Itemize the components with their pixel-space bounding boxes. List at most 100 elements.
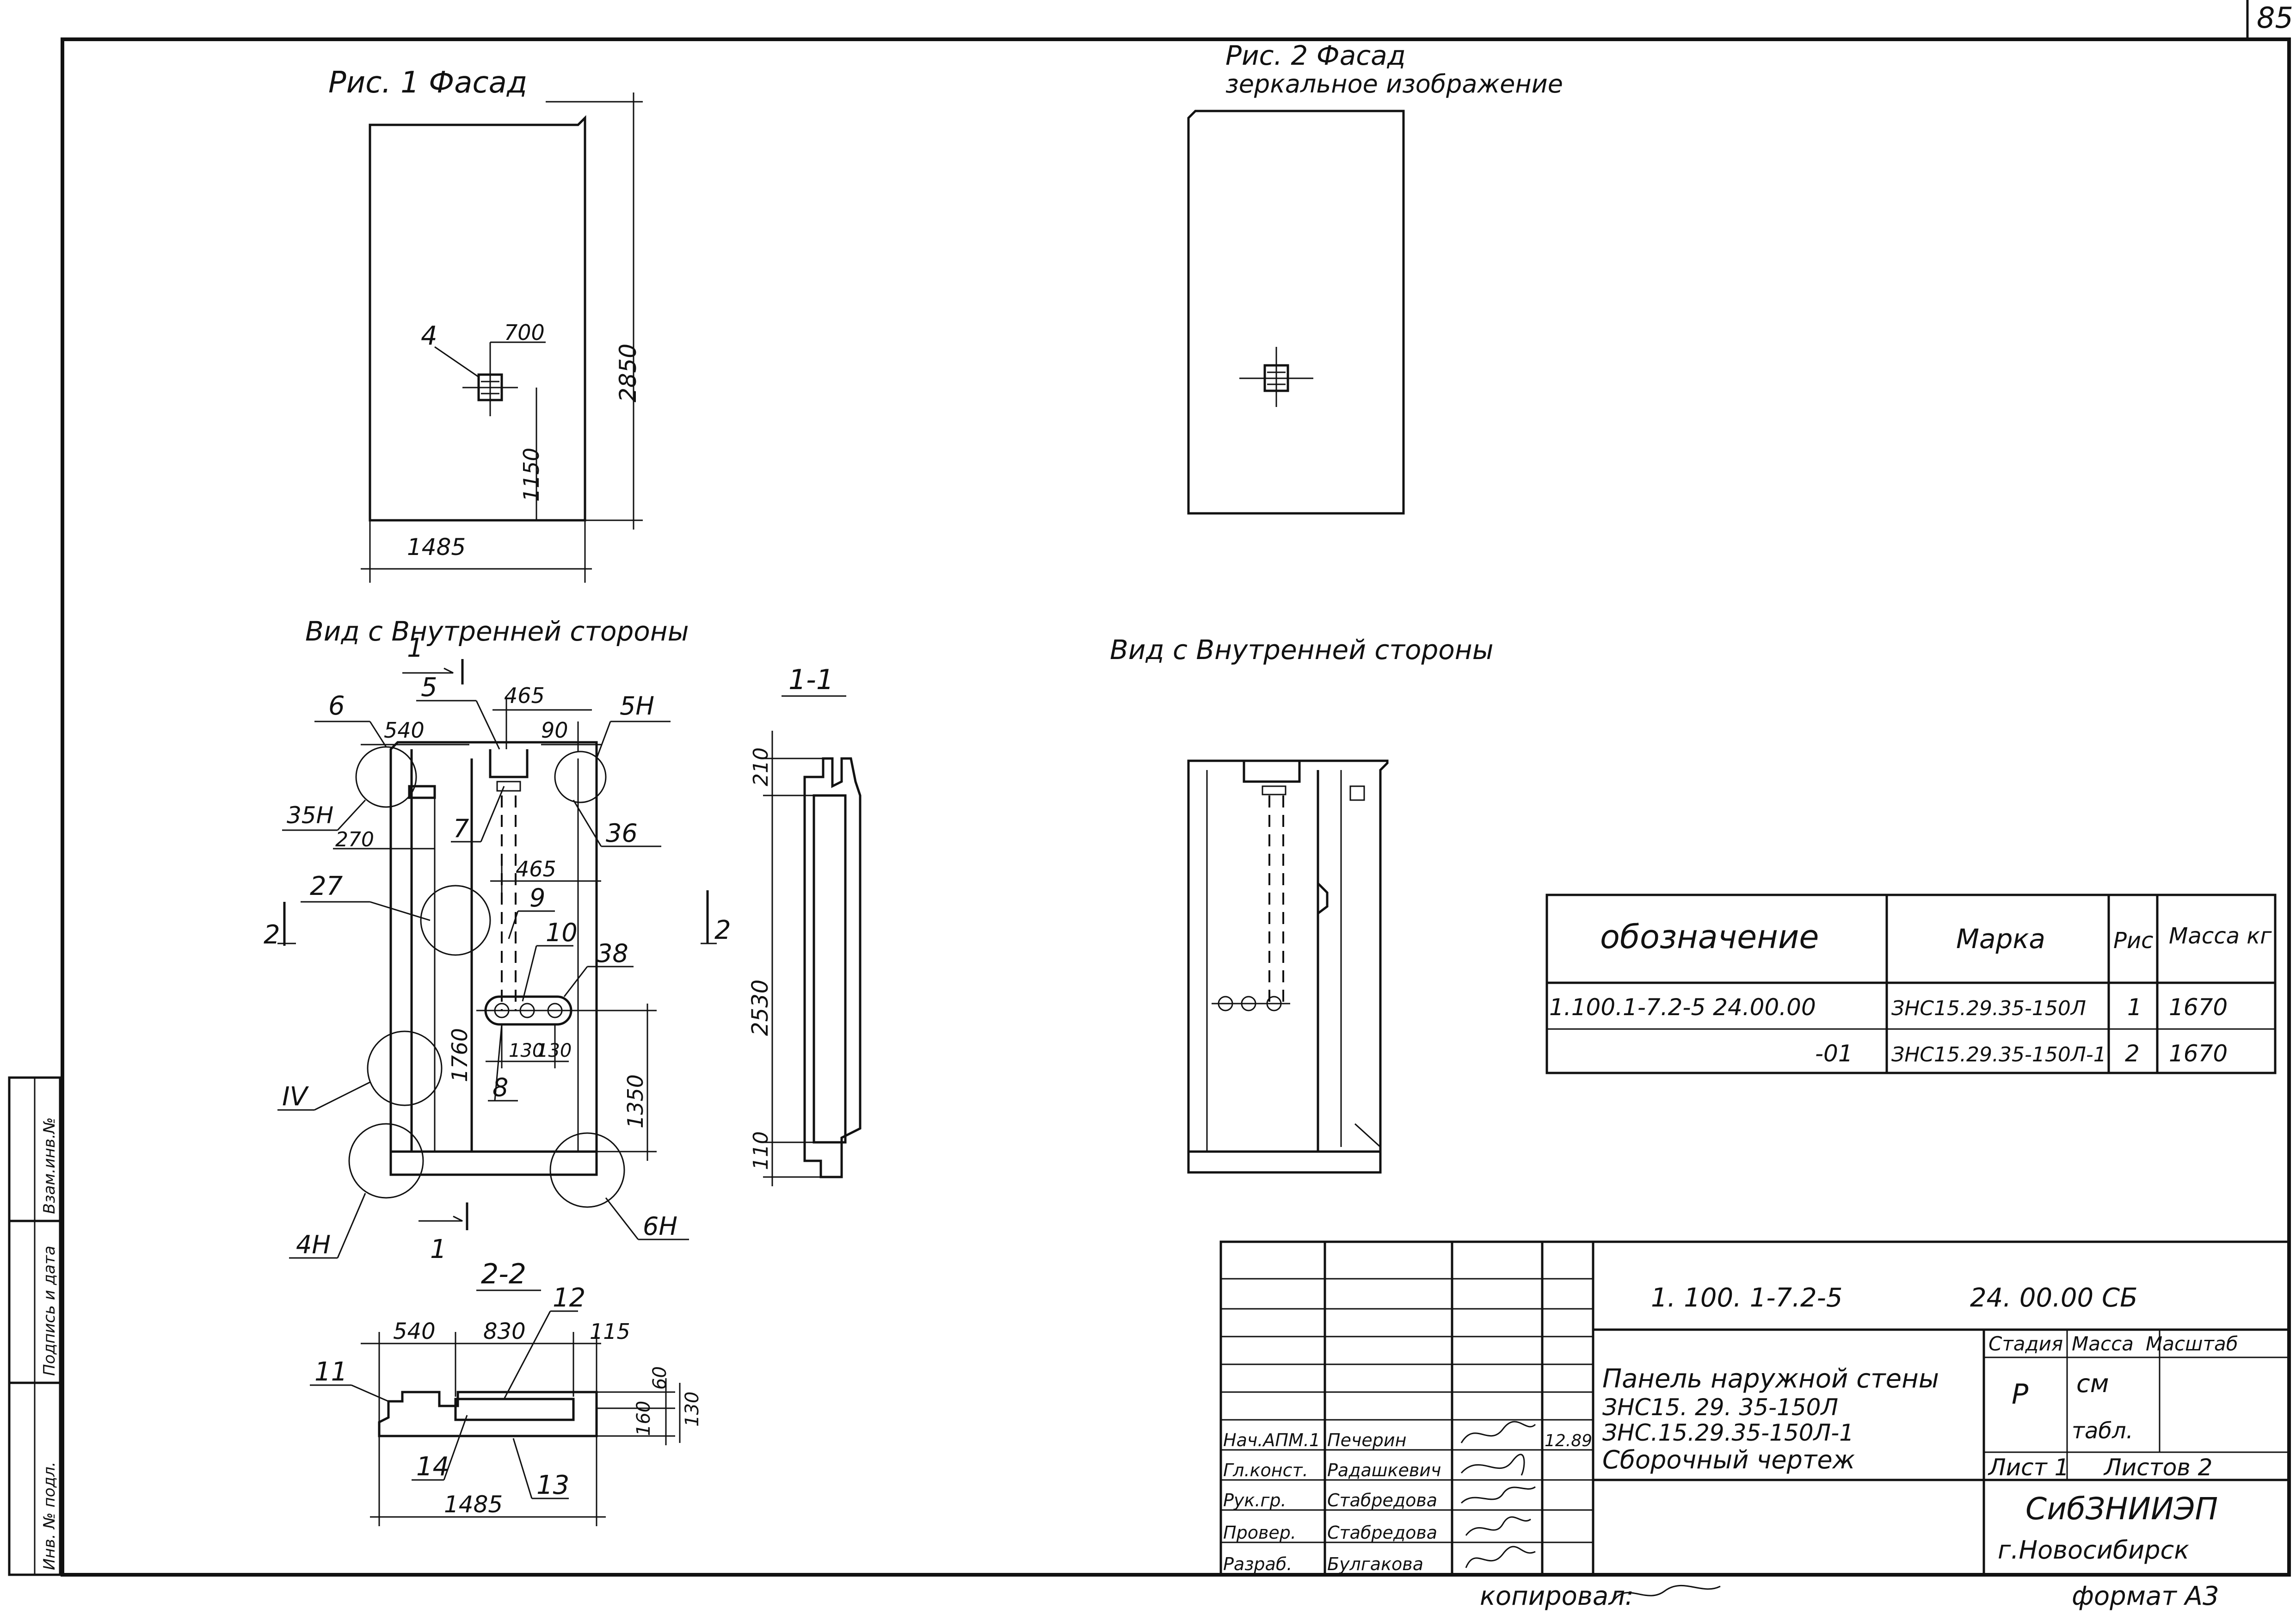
role-5: Разраб. (1223, 1554, 1292, 1574)
stamp-replacement-inv: Взам.инв.№ (40, 1117, 59, 1214)
fig2-panel-outline (1187, 110, 1405, 515)
title-scale-header: Масштаб (2146, 1332, 2238, 1355)
fig2-facade-mirror: Рис. 2 Фасад зеркальное изображение (1187, 40, 1563, 515)
dim-540: 540 (384, 718, 425, 743)
section-2-2-label-12: 12 (553, 1283, 585, 1313)
section-2-2-dim-130: 130 (682, 1392, 703, 1427)
title-doc-number: 24. 00.00 СБ (1970, 1283, 2138, 1313)
signature-5 (1465, 1546, 1536, 1568)
title-description-4: Сборочный чертеж (1602, 1445, 1855, 1474)
dim-130-b: 130 (536, 1040, 572, 1061)
title-mass-value-2: табл. (2072, 1418, 2133, 1444)
fig1-dim-offset-x: 700 (504, 320, 545, 345)
fig2-subtitle: зеркальное изображение (1225, 69, 1563, 99)
copied-by-label: копировал: (1480, 1581, 1634, 1611)
dim-270: 270 (335, 828, 374, 851)
spec-row2-designation: -01 (1815, 1040, 1853, 1067)
name-1: Печерин (1327, 1430, 1406, 1450)
title-mass-header: Масса (2072, 1332, 2134, 1355)
dim-465-mid: 465 (516, 857, 556, 881)
role-3: Рук.гр. (1223, 1490, 1286, 1510)
label-4h: 4Н (296, 1230, 331, 1259)
title-description-1: Панель наружной стены (1602, 1364, 1939, 1394)
spec-row2-mass: 1670 (2169, 1040, 2228, 1067)
signature-3 (1460, 1486, 1536, 1504)
label-5: 5 (421, 672, 437, 703)
section-2-2-label-14: 14 (416, 1452, 449, 1482)
section-1-1-dim-210: 210 (749, 747, 773, 786)
detail-circle-4H (348, 1123, 424, 1199)
label-38: 38 (597, 939, 628, 968)
label-1-top: 1 (407, 633, 424, 663)
name-5: Булгакова (1327, 1554, 1423, 1574)
fig1-title: Рис. 1 Фасад (328, 66, 527, 100)
title-description-2: ЗНС15. 29. 35-150Л (1602, 1394, 1838, 1421)
detail-circle-6H (549, 1132, 625, 1208)
title-org-line2: г.Новосибирск (1998, 1535, 2189, 1565)
section-1-1-title: 1-1 (788, 664, 834, 696)
spec-table: обозначение Марка Рис Масса кг 1.100.1-7… (1545, 894, 2277, 1074)
spec-row1-mark: ЗНС15.29.35-150Л (1891, 997, 2086, 1020)
detail-circle-6 (355, 746, 417, 808)
label-35h: 35Н (287, 802, 333, 829)
section-1-1-insulation (813, 794, 847, 1144)
fig1-facade: Рис. 1 Фасад 2850 1485 700 1150 4 (328, 66, 643, 583)
signature-2 (1460, 1454, 1525, 1476)
section-2-2-dim-115: 115 (590, 1319, 630, 1344)
spec-header-fig: Рис (2113, 928, 2154, 954)
inner-right-panel-outline (1187, 759, 1389, 1174)
section-2-2-title: 2-2 (481, 1258, 526, 1290)
section-2-2-dim-1485: 1485 (444, 1491, 503, 1518)
title-mass-value-1: см (2076, 1369, 2109, 1398)
stamp-signature-date: Подпись и дата (40, 1245, 59, 1376)
fig1-panel-outline (369, 115, 586, 522)
title-description-3: ЗНС.15.29.35-150Л-1 (1602, 1419, 1854, 1446)
section-2-2: 2-2 540 830 115 60 160 130 1485 11 12 13… (310, 1258, 703, 1526)
spec-row2-mark: ЗНС15.29.35-150Л-1 (1891, 1043, 2106, 1066)
dim-1350: 1350 (623, 1074, 648, 1128)
spec-row1-designation: 1.100.1-7.2-5 24.00.00 (1549, 994, 1816, 1021)
title-block: 1. 100. 1-7.2-5 24. 00.00 СБ Панель нару… (1219, 1240, 2290, 1576)
detail-circle-36 (554, 751, 607, 803)
stamp-inv-no: Инв. № подл. (40, 1461, 59, 1570)
title-stage-value: Р (2012, 1378, 2029, 1411)
title-sheet: Лист 1 (1988, 1454, 2069, 1481)
spec-row1-mass: 1670 (2169, 994, 2228, 1021)
label-2-left: 2 (264, 920, 280, 950)
fig1-dim-offset-y: 1150 (519, 448, 544, 502)
role-4: Провер. (1223, 1522, 1296, 1543)
label-6: 6 (328, 691, 345, 721)
inner-view-left-title: Вид с Внутренней стороны (305, 616, 689, 647)
spec-row2-fig: 2 (2125, 1040, 2140, 1067)
fig2-title: Рис. 2 Фасад (1225, 40, 1406, 71)
dim-1760: 1760 (447, 1028, 472, 1082)
spec-header-designation: обозначение (1600, 918, 1819, 956)
section-2-2-dim-830: 830 (483, 1319, 526, 1344)
inner-opening-small (408, 785, 436, 799)
label-1-bottom: 1 (430, 1234, 447, 1264)
title-stage-header: Стадия (1988, 1332, 2063, 1355)
section-2-2-dim-60: 60 (649, 1366, 671, 1390)
name-3: Стабредова (1327, 1490, 1437, 1510)
title-doc-code: 1. 100. 1-7.2-5 (1651, 1283, 1842, 1313)
section-2-2-label-13: 13 (536, 1470, 569, 1500)
section-1-1: 1-1 210 2530 110 (747, 664, 862, 1186)
dim-130-a: 130 (509, 1040, 544, 1061)
label-7: 7 (453, 814, 469, 843)
fig1-dim-width: 1485 (407, 534, 466, 561)
section-2-2-label-11: 11 (314, 1357, 347, 1387)
title-sheets-total: Листов 2 (2103, 1454, 2212, 1481)
label-10: 10 (546, 918, 578, 947)
section-2-2-insulation (454, 1398, 575, 1421)
label-5h: 5Н (620, 691, 654, 721)
label-36: 36 (606, 819, 638, 848)
spec-row1-fig: 1 (2127, 994, 2142, 1021)
inner-panel-outline (389, 741, 598, 1176)
label-6h: 6Н (643, 1212, 677, 1241)
spec-header-mark: Марка (1956, 923, 2045, 955)
title-org-line1: СибЗНИИЭП (2025, 1491, 2218, 1527)
dim-90: 90 (541, 718, 568, 743)
inner-view-right-title: Вид с Внутренней стороны (1110, 634, 1494, 666)
label-27: 27 (310, 871, 343, 901)
